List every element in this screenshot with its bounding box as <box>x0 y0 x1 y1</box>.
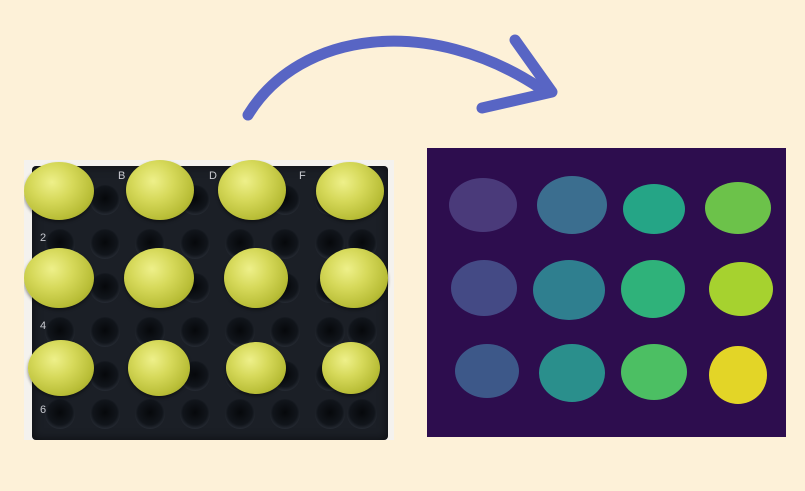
tray-well <box>90 229 120 259</box>
grape <box>124 248 194 308</box>
grape <box>24 248 94 308</box>
tray-well <box>90 317 120 347</box>
grape <box>218 160 286 220</box>
segmented-grape <box>537 176 607 234</box>
tray-well <box>90 185 120 215</box>
tray-well <box>347 399 377 429</box>
segmented-grape <box>451 260 517 316</box>
segmented-grape <box>621 344 687 400</box>
tray-label-d: D <box>209 170 217 182</box>
segmented-grape <box>449 178 517 232</box>
tray-well <box>270 317 300 347</box>
segmented-grape <box>455 344 519 398</box>
grape-tray-photo: B D F 2 4 6 <box>24 160 394 440</box>
segmentation-mask-image <box>427 148 786 437</box>
segmented-grape <box>539 344 605 402</box>
grape <box>320 248 388 308</box>
tray-well <box>135 399 165 429</box>
tray-well <box>180 399 210 429</box>
tray-well <box>90 273 120 303</box>
grape <box>24 162 94 220</box>
tray-well <box>90 361 120 391</box>
grape <box>226 342 286 394</box>
segmented-grape <box>709 262 773 316</box>
grape <box>28 340 94 396</box>
tray-well <box>225 399 255 429</box>
grape <box>224 248 288 308</box>
tray-well <box>45 399 75 429</box>
tray-well <box>315 317 345 347</box>
grape <box>322 342 380 394</box>
tray-label-6: 6 <box>40 404 47 416</box>
tray-well <box>180 229 210 259</box>
grape <box>126 160 194 220</box>
segmented-grape <box>705 182 771 234</box>
tray-well <box>90 399 120 429</box>
segmented-grape <box>709 346 767 404</box>
tray-well <box>315 399 345 429</box>
segmented-grape <box>621 260 685 318</box>
tray-well <box>270 399 300 429</box>
grape <box>316 162 384 220</box>
segmented-grape <box>533 260 605 320</box>
grape <box>128 340 190 396</box>
tray-well <box>180 317 210 347</box>
segmented-grape <box>623 184 685 234</box>
tray-label-b: B <box>118 170 126 182</box>
tray-label-f: F <box>299 170 306 182</box>
tray-label-2: 2 <box>40 232 47 244</box>
tray-label-4: 4 <box>40 320 47 332</box>
